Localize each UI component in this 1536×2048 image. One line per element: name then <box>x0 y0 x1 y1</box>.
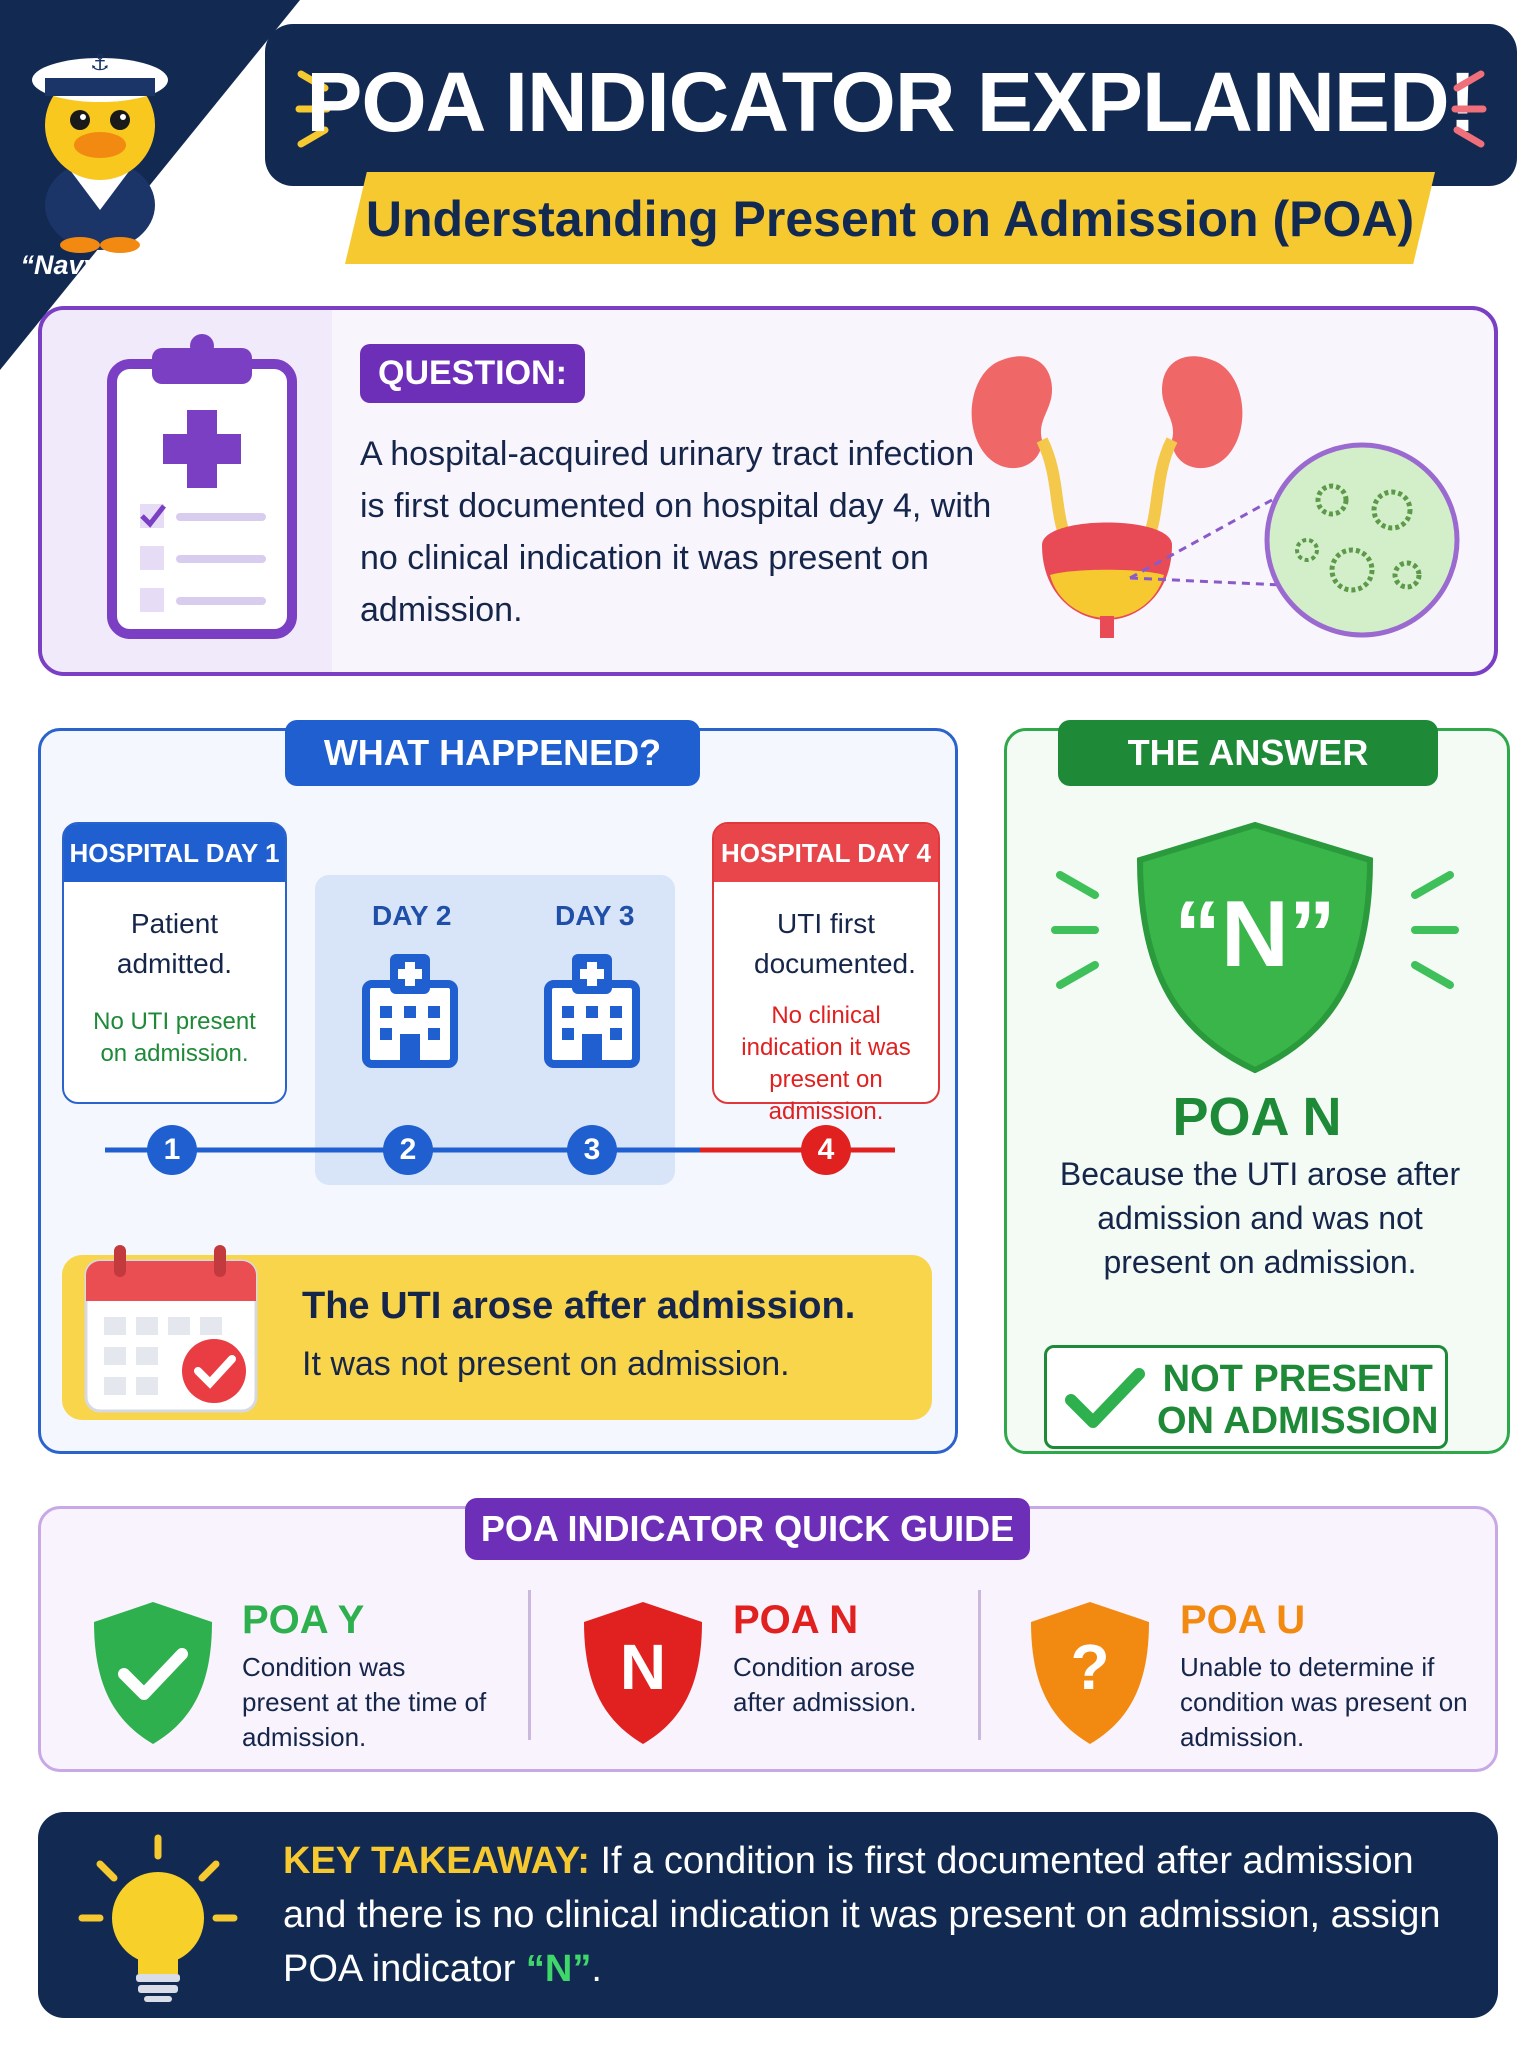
subtitle-banner: Understanding Present on Admission (POA) <box>345 172 1435 264</box>
urinary-tract-infection-icon <box>971 356 1460 638</box>
page-title: POA INDICATOR EXPLAINED! <box>306 55 1476 149</box>
day-3-label: DAY 3 <box>555 900 635 931</box>
hospital-day-1-header: HOSPITAL DAY 1 <box>64 824 285 882</box>
timeline-step-3: 3 <box>567 1125 617 1175</box>
key-takeaway-body: If a condition is first documented after… <box>283 1840 1441 1990</box>
key-takeaway-label: KEY TAKEAWAY: <box>283 1840 590 1882</box>
question-card: QUESTION: A hospital-acquired urinary tr… <box>38 306 1498 676</box>
not-present-badge: NOT PRESENT ON ADMISSION <box>1044 1345 1448 1449</box>
hospital-day-4-header: HOSPITAL DAY 4 <box>714 824 938 882</box>
checkmark-icon <box>1065 1368 1145 1428</box>
lightbulb-icon <box>78 1834 238 2002</box>
hospital-day-1-note: No UTI present on admission. <box>93 1008 256 1067</box>
hospital-building-icon <box>544 954 640 1068</box>
answer-label: THE ANSWER <box>1058 720 1438 786</box>
question-text: A hospital-acquired urinary tract infect… <box>360 435 992 629</box>
mascot-caption: “Navy Duck” <box>20 250 186 280</box>
poa-u-shield-letter: ? <box>1070 1631 1110 1703</box>
poa-y-title: POA Y <box>242 1598 365 1642</box>
mascot-corner: ⚓ “Navy Duck” <box>0 0 300 370</box>
key-takeaway-text: KEY TAKEAWAY: If a condition is first do… <box>283 1834 1483 1996</box>
poa-u-title: POA U <box>1180 1598 1306 1642</box>
quick-guide-label: POA INDICATOR QUICK GUIDE <box>465 1498 1030 1560</box>
poa-n-title: POA N <box>733 1598 859 1642</box>
day-2-label: DAY 2 <box>372 900 452 931</box>
badge-line-1: NOT PRESENT <box>1162 1358 1433 1400</box>
question-label: QUESTION: <box>360 344 585 403</box>
callout-line-1: The UTI arose after admission. <box>302 1285 856 1327</box>
key-takeaway-value: “N” <box>525 1948 592 1990</box>
hospital-day-4-note: No clinical indication it was present on… <box>741 1002 911 1125</box>
timeline-line <box>105 1147 895 1153</box>
callout-line-2: It was not present on admission. <box>302 1345 790 1383</box>
poa-y-text: Condition was present at the time of adm… <box>242 1652 487 1752</box>
spark-left-icon <box>295 70 331 148</box>
hospital-day-1-box: HOSPITAL DAY 1 Patient admitted. No UTI … <box>62 822 287 1104</box>
quick-guide-divider <box>978 1590 981 1740</box>
quick-guide-divider <box>528 1590 531 1740</box>
check-shield-icon <box>94 1602 212 1744</box>
hospital-day-4-box: HOSPITAL DAY 4 UTI first documented. No … <box>712 822 940 1125</box>
callout-box: The UTI arose after admission. It was no… <box>62 1245 932 1420</box>
question-icon-panel <box>42 310 332 672</box>
green-shield-icon <box>1051 821 1459 1074</box>
timeline-step-2: 2 <box>383 1125 433 1175</box>
answer-text: Because the UTI arose after admission an… <box>1059 1156 1461 1280</box>
answer-title: POA N <box>1172 1087 1342 1147</box>
hospital-building-icon <box>362 954 458 1068</box>
not-present-badge-text: NOT PRESENT ON ADMISSION <box>1157 1358 1439 1442</box>
question-shield-icon <box>1031 1602 1149 1744</box>
timeline-step-4: 4 <box>801 1125 851 1175</box>
poa-n-shield-letter: N <box>619 1631 667 1703</box>
hospital-day-4-text: UTI first documented. <box>754 908 916 979</box>
page-subtitle: Understanding Present on Admission (POA) <box>365 191 1415 247</box>
poa-n-text: Condition arose after admission. <box>733 1652 917 1717</box>
badge-line-2: ON ADMISSION <box>1157 1400 1439 1442</box>
svg-text:⚓: ⚓ <box>90 51 110 76</box>
clipboard-icon <box>107 334 297 639</box>
navy-duck-mascot-icon: ⚓ <box>0 0 300 370</box>
key-takeaway-end: . <box>591 1948 602 1990</box>
hospital-day-1-text: Patient admitted. <box>116 908 233 979</box>
what-happened-label: WHAT HAPPENED? <box>285 720 700 786</box>
spark-right-icon <box>1451 70 1487 148</box>
key-takeaway-card: KEY TAKEAWAY: If a condition is first do… <box>38 1812 1498 2018</box>
calendar-check-icon <box>84 1245 258 1413</box>
answer-shield-letter: “N” <box>1174 881 1336 986</box>
title-banner: POA INDICATOR EXPLAINED! <box>265 24 1517 186</box>
timeline-step-1: 1 <box>147 1125 197 1175</box>
poa-u-text: Unable to determine if condition was pre… <box>1180 1652 1468 1752</box>
n-shield-icon <box>584 1602 702 1744</box>
